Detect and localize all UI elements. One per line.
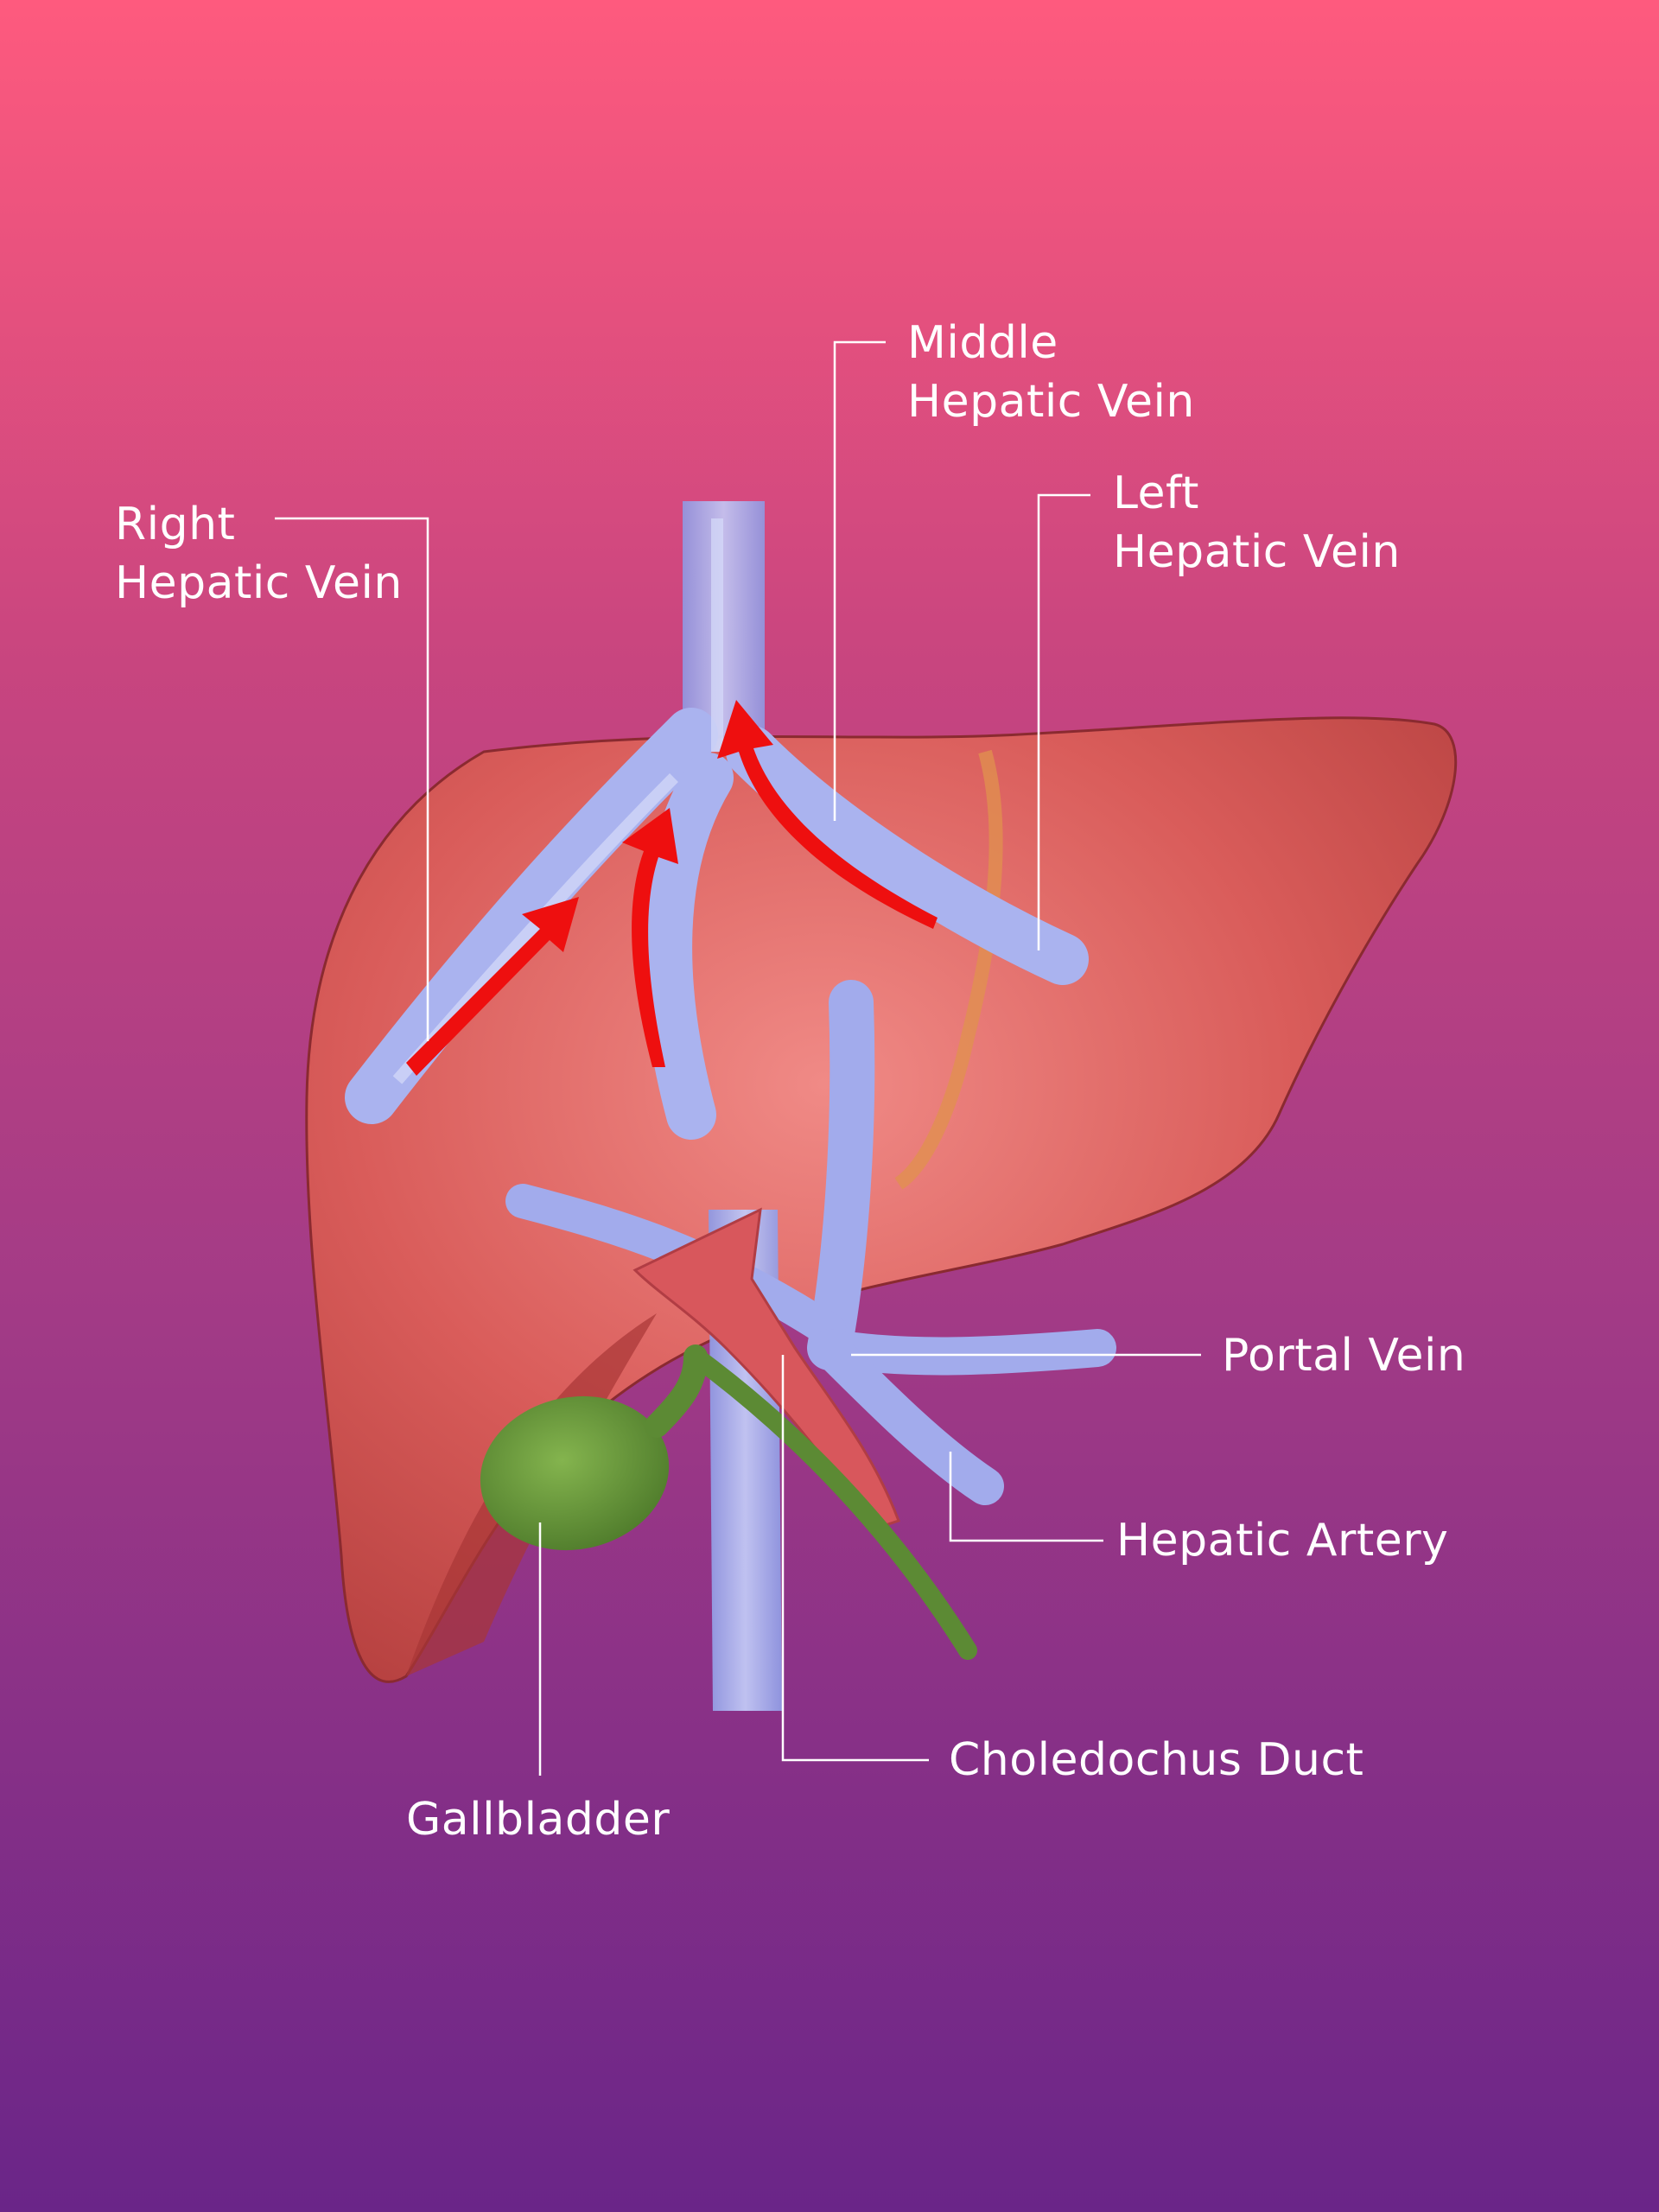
leader-hepatic-artery: [949, 1452, 1103, 1542]
leader-right-hepatic-vein: [275, 517, 429, 1041]
leader-choledochus-duct: [781, 1355, 929, 1762]
gallbladder-shape: [480, 1344, 977, 1660]
label-line: Hepatic Vein: [1113, 526, 1401, 578]
falciform-ligament: [894, 749, 1003, 1190]
flow-arrow-middle: [622, 808, 678, 1067]
gallbladder-sac: [480, 1395, 670, 1551]
flow-arrows: [406, 700, 938, 1076]
leader-left-hepatic-vein: [1037, 493, 1090, 950]
portal-vein-trunk: [807, 980, 875, 1370]
flow-arrow-right: [406, 897, 579, 1076]
label-line: Middle: [907, 317, 1058, 369]
middle-branch: [642, 753, 734, 1140]
label-gallbladder: Gallbladder: [406, 1790, 670, 1849]
label-choledochus-duct: Choledochus Duct: [949, 1731, 1363, 1789]
label-line: Right: [115, 499, 236, 550]
portal-vein-right: [505, 1184, 847, 1348]
right-hepatic-vein-branch: [345, 708, 718, 1124]
label-hepatic-artery: Hepatic Artery: [1116, 1511, 1448, 1570]
label-line: Hepatic Vein: [907, 376, 1195, 428]
label-left-hepatic-vein: Left Hepatic Vein: [1113, 464, 1401, 582]
flow-arrow-left: [717, 700, 938, 929]
inferior-vena-cava-upper: [683, 501, 765, 752]
label-right-hepatic-vein: Right Hepatic Vein: [115, 495, 403, 613]
liver-body: [305, 716, 1458, 1683]
label-line: Hepatic Artery: [1116, 1515, 1449, 1567]
leader-middle-hepatic-vein: [833, 340, 886, 821]
label-line: Left: [1113, 467, 1199, 519]
label-line: Gallbladder: [406, 1794, 671, 1846]
label-portal-vein: Portal Vein: [1222, 1326, 1465, 1385]
hepatic-veins: [345, 501, 1089, 1140]
portal-vein-lower: [810, 1329, 1004, 1505]
label-line: Hepatic Vein: [115, 557, 403, 609]
common-bile-duct: [686, 1347, 977, 1660]
label-middle-hepatic-vein: Middle Hepatic Vein: [907, 314, 1195, 431]
left-hepatic-vein-branch: [726, 726, 1089, 985]
label-line: Portal Vein: [1222, 1330, 1466, 1382]
leader-lines: [275, 340, 1201, 1776]
label-line: Choledochus Duct: [949, 1734, 1364, 1786]
